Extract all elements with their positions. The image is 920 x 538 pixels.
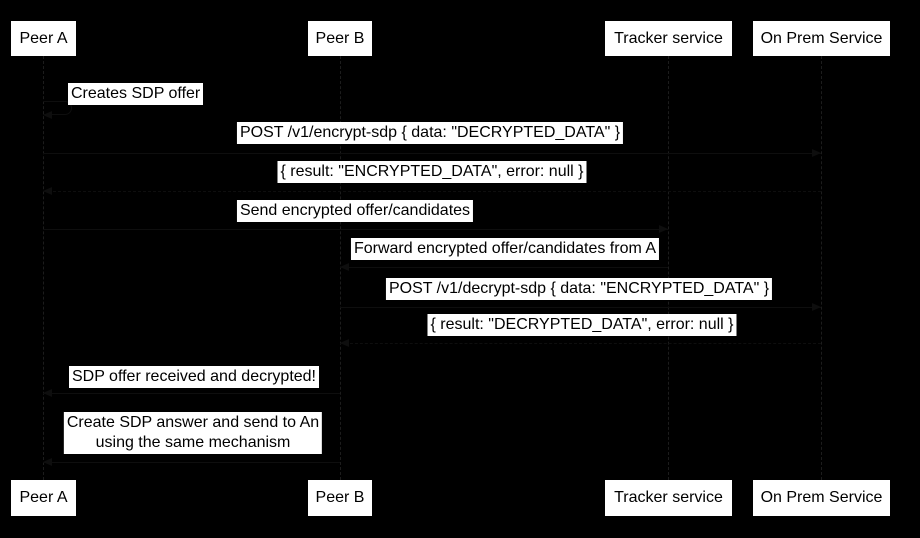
message-label-creates-sdp-offer: Creates SDP offer <box>68 83 204 105</box>
arrowhead-icon <box>43 458 52 466</box>
lifeline-on-prem-service <box>821 56 822 480</box>
self-arrow-creates-sdp-offer <box>43 101 72 119</box>
arrow-forward-encrypted-offer <box>340 263 668 271</box>
actor-box-tracker-service-top: Tracker service <box>605 21 732 56</box>
message-label-line: Create SDP answer and send to An <box>66 414 320 431</box>
actor-box-peer-b-top: Peer B <box>308 21 372 56</box>
message-label-result-decrypted: { result: "DECRYPTED_DATA", error: null … <box>427 314 737 336</box>
message-label-result-encrypted: { result: "ENCRYPTED_DATA", error: null … <box>277 161 587 183</box>
arrowhead-icon <box>812 303 821 311</box>
message-label-sdp-offer-received: SDP offer received and decrypted! <box>69 366 319 388</box>
arrow-result-encrypted <box>43 187 821 195</box>
message-label-line: using the same mechanism <box>95 434 291 451</box>
arrowhead-icon <box>340 263 349 271</box>
message-label-send-encrypted-offer: Send encrypted offer/candidates <box>236 200 474 222</box>
arrow-send-encrypted-offer <box>43 225 668 233</box>
actor-box-on-prem-service-top: On Prem Service <box>753 21 890 56</box>
arrow-sdp-offer-received <box>43 389 340 397</box>
arrowhead-icon <box>43 187 52 195</box>
message-label-forward-encrypted-offer: Forward encrypted offer/candidates from … <box>350 238 660 260</box>
actor-box-on-prem-service-bottom: On Prem Service <box>753 480 890 516</box>
arrow-result-decrypted <box>340 339 821 347</box>
message-label-post-decrypt-sdp: POST /v1/decrypt-sdp { data: "ENCRYPTED_… <box>385 278 773 300</box>
arrow-post-encrypt-sdp <box>43 149 821 157</box>
arrowhead-icon <box>340 339 349 347</box>
actor-box-peer-a-top: Peer A <box>11 21 76 56</box>
lifeline-peer-a <box>43 56 44 480</box>
arrowhead-icon <box>43 111 52 119</box>
message-label-create-sdp-answer: Create SDP answer and send to An using t… <box>63 412 323 454</box>
arrowhead-icon <box>659 225 668 233</box>
arrowhead-icon <box>43 389 52 397</box>
arrowhead-icon <box>812 149 821 157</box>
message-label-post-encrypt-sdp: POST /v1/encrypt-sdp { data: "DECRYPTED_… <box>236 122 624 144</box>
actor-box-tracker-service-bottom: Tracker service <box>605 480 732 516</box>
actor-box-peer-b-bottom: Peer B <box>308 480 372 516</box>
actor-box-peer-a-bottom: Peer A <box>11 480 76 516</box>
arrow-create-sdp-answer <box>43 458 340 466</box>
arrow-post-decrypt-sdp <box>340 303 821 311</box>
lifeline-tracker-service <box>668 56 669 480</box>
